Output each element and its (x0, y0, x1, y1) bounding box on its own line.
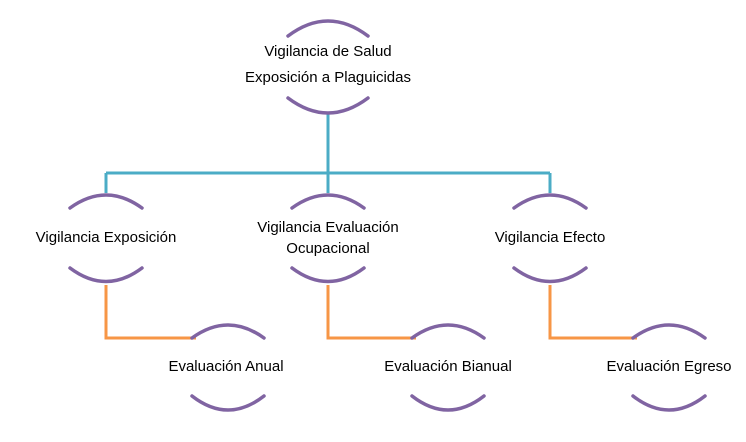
branch-2-top-arc (290, 193, 366, 210)
child-3-bottom-arc (631, 394, 707, 412)
branch-2-child-connector (326, 285, 416, 340)
child-3-top-arc (631, 323, 707, 340)
root-title-line2: Exposición a Plaguicidas (245, 69, 411, 86)
child-1-bottom-arc (190, 394, 266, 412)
child-2-label: Evaluación Bianual (366, 356, 530, 378)
branch-3-top-arc (512, 193, 588, 210)
branch-2-label-line1: Vigilancia Evaluación (257, 219, 399, 236)
branch-1-label: Vigilancia Exposición (16, 227, 196, 249)
branch-2-bottom-arc (290, 266, 366, 284)
child-3-label: Evaluación Egreso (594, 356, 744, 378)
root-title-line1: Vigilancia de Salud (264, 43, 392, 60)
branch-3-child-connector (548, 285, 637, 340)
root-top-arc (286, 19, 370, 38)
secondary-connectors (104, 285, 637, 340)
child-1-text: Evaluación Anual (168, 358, 284, 375)
branch-3-label-line1: Vigilancia Efecto (494, 229, 606, 246)
branch-1-top-arc (68, 193, 144, 210)
child-3-text: Evaluación Egreso (606, 358, 732, 375)
branch-1-bottom-arc (68, 266, 144, 284)
child-2-top-arc (410, 323, 486, 340)
branch-2-label-line2: Ocupacional (286, 240, 370, 257)
root-bottom-arc (286, 96, 370, 115)
branch-1-child-connector (104, 285, 196, 340)
branch-3-label: Vigilancia Efecto (470, 227, 630, 249)
arc-brackets (68, 19, 707, 412)
child-2-text: Evaluación Bianual (384, 358, 512, 375)
child-1-top-arc (190, 323, 266, 340)
branch-1-label-line1: Vigilancia Exposición (35, 229, 177, 246)
primary-connectors (104, 112, 552, 193)
child-2-bottom-arc (410, 394, 486, 412)
branch-2-label: Vigilancia Evaluación Ocupacional (228, 217, 428, 259)
branch-3-bottom-arc (512, 266, 588, 284)
child-1-label: Evaluación Anual (146, 356, 306, 378)
root-node-label: Vigilancia de Salud Exposición a Plaguic… (228, 41, 428, 89)
